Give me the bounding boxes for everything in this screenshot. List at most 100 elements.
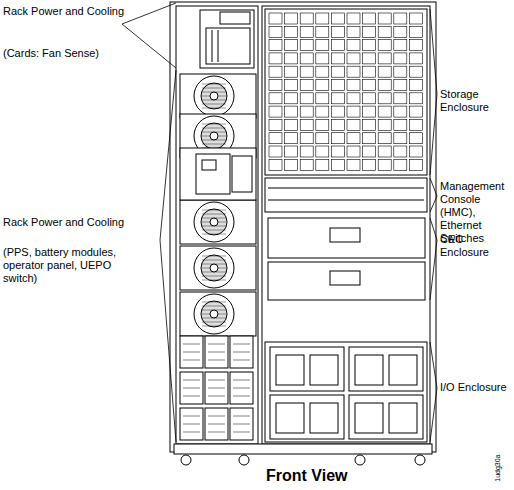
storage-enclosure — [331, 106, 344, 117]
storage-enclosure — [378, 146, 391, 157]
storage-enclosure — [363, 66, 376, 77]
storage-enclosure — [347, 146, 360, 157]
storage-enclosure — [265, 9, 427, 175]
battery-modules — [208, 380, 225, 381]
battery-modules — [233, 360, 250, 361]
cec-enclosure — [268, 262, 425, 300]
fan-assembly — [202, 124, 226, 125]
battery-modules — [183, 352, 200, 353]
storage-enclosure — [331, 53, 344, 64]
storage-enclosure — [378, 40, 391, 51]
callout-label: I/O Enclosure — [440, 381, 512, 394]
storage-enclosure — [316, 26, 329, 37]
storage-enclosure — [316, 133, 329, 144]
storage-enclosure — [331, 93, 344, 104]
storage-enclosure — [269, 146, 282, 157]
io-enclosure — [349, 347, 423, 391]
storage-enclosure — [300, 106, 313, 117]
battery-modules — [208, 432, 225, 433]
fan-assembly — [194, 202, 234, 242]
callout-label: (Cards: Fan Sense) — [3, 47, 163, 60]
fan-assembly — [180, 74, 256, 118]
battery-modules — [233, 396, 250, 397]
storage-enclosure — [409, 40, 422, 51]
storage-enclosure — [409, 146, 422, 157]
caster-wheel — [415, 455, 425, 465]
io-enclosure — [276, 403, 304, 433]
storage-enclosure — [300, 93, 313, 104]
rack-frame — [176, 6, 258, 444]
fan-assembly — [210, 264, 218, 272]
operator-panel — [202, 160, 216, 170]
storage-enclosure — [285, 13, 298, 24]
fan-assembly — [202, 256, 226, 257]
fan-assembly — [202, 84, 226, 85]
storage-enclosure — [347, 40, 360, 51]
fan-assembly — [202, 302, 226, 303]
battery-modules — [183, 396, 200, 397]
battery-modules — [183, 416, 200, 417]
fan-sense-cards — [200, 10, 254, 68]
storage-enclosure — [378, 26, 391, 37]
fan-assembly — [194, 294, 234, 334]
io-enclosure — [270, 347, 344, 391]
fan-assembly — [202, 260, 226, 261]
storage-enclosure — [394, 13, 407, 24]
storage-enclosure — [409, 119, 422, 130]
battery-modules — [208, 352, 225, 353]
storage-enclosure — [378, 119, 391, 130]
callout-label: (PPS, battery modules, operator panel, U… — [3, 246, 128, 285]
storage-enclosure — [331, 13, 344, 24]
storage-enclosure — [394, 66, 407, 77]
storage-enclosure — [363, 159, 376, 170]
io-enclosure — [355, 355, 383, 385]
storage-enclosure — [394, 119, 407, 130]
storage-enclosure — [269, 106, 282, 117]
fan-assembly — [180, 246, 256, 290]
battery-modules — [208, 344, 225, 345]
io-enclosure — [276, 355, 304, 385]
storage-enclosure — [331, 66, 344, 77]
storage-enclosure — [316, 66, 329, 77]
storage-enclosure — [394, 133, 407, 144]
storage-enclosure — [347, 80, 360, 91]
fan-assembly — [202, 88, 226, 89]
caster-wheel — [181, 455, 191, 465]
storage-enclosure — [285, 146, 298, 157]
fan-sense-cards — [206, 28, 250, 64]
leader-line — [122, 3, 176, 68]
storage-enclosure — [300, 146, 313, 157]
operator-panel — [180, 148, 256, 200]
rack-frame — [174, 444, 432, 454]
storage-enclosure — [316, 159, 329, 170]
storage-enclosure — [394, 159, 407, 170]
fan-assembly — [202, 322, 226, 323]
storage-enclosure — [300, 13, 313, 24]
fan-assembly — [202, 104, 226, 105]
fan-assembly — [201, 209, 227, 235]
battery-modules — [233, 432, 250, 433]
io-enclosure — [389, 403, 417, 433]
battery-modules — [233, 344, 250, 345]
storage-enclosure — [331, 80, 344, 91]
storage-enclosure — [378, 93, 391, 104]
fan-sense-cards — [218, 30, 219, 62]
battery-modules — [183, 360, 200, 361]
fan-assembly — [180, 292, 256, 336]
caster-wheel — [355, 455, 365, 465]
battery-modules — [208, 416, 225, 417]
battery-modules — [180, 408, 203, 440]
leader-line — [122, 3, 437, 442]
storage-enclosure — [347, 119, 360, 130]
leader-line — [430, 9, 437, 175]
storage-enclosure — [300, 80, 313, 91]
fan-assembly — [202, 128, 226, 129]
fan-assembly — [180, 74, 256, 336]
management-console — [268, 200, 424, 201]
storage-enclosure — [347, 93, 360, 104]
storage-enclosure — [363, 80, 376, 91]
storage-enclosure — [269, 53, 282, 64]
storage-enclosure — [409, 80, 422, 91]
storage-enclosure — [378, 13, 391, 24]
fan-sense-cards — [212, 30, 213, 62]
